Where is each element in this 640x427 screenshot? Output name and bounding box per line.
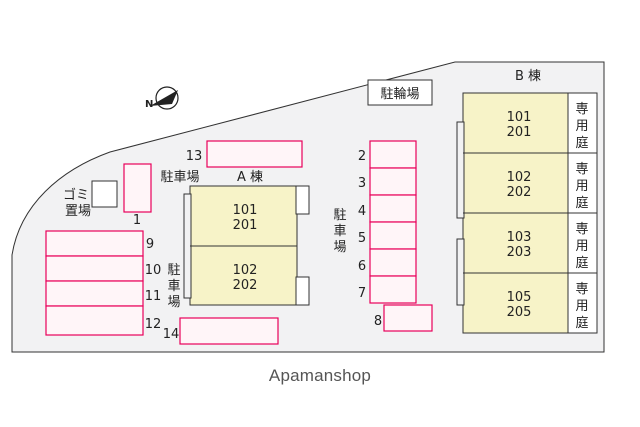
building-b-unit-101: 101 [507, 110, 532, 125]
garbage-label-1: ゴミ [63, 187, 89, 203]
parking-stall-number-10: 10 [145, 263, 162, 278]
parking-stall-number-13: 13 [186, 149, 203, 164]
parking-label-mid-1: 駐 [333, 208, 346, 223]
garden-label-1-3: 庭 [575, 135, 588, 151]
parking-stall-number-5: 5 [358, 231, 366, 246]
building-b-unit-102: 102 [507, 170, 532, 185]
parking-stall-number-9: 9 [146, 237, 154, 252]
parking-stall-number-1: 1 [133, 213, 141, 228]
parking-stall-number-2: 2 [358, 149, 366, 164]
parking-label-mid-2: 車 [333, 224, 346, 239]
garden-label-3-2: 用 [575, 239, 588, 254]
parking-label-left-1: 駐 [167, 263, 180, 278]
garden-label-4-1: 専 [575, 282, 588, 297]
parking-stall-number-3: 3 [358, 176, 366, 191]
parking-stall-8 [383, 304, 433, 332]
parking-stall-12 [45, 305, 144, 336]
building-b [456, 92, 598, 334]
parking-label-top: 駐車場 [160, 170, 199, 185]
parking-stall-number-7: 7 [358, 286, 366, 301]
parking-stall-13 [206, 140, 303, 168]
bicycle-parking-box [367, 79, 433, 106]
parking-stall-9 [45, 230, 144, 257]
building-b-unit-201: 201 [507, 125, 532, 140]
parking-stall-14 [179, 317, 279, 345]
parking-stall-number-12: 12 [145, 317, 162, 332]
parking-stall-1 [123, 163, 152, 213]
building-a-label: A 棟 [237, 170, 263, 185]
parking-stall-number-6: 6 [358, 259, 366, 274]
building-a-unit-202: 202 [233, 278, 258, 293]
parking-stall-3 [369, 167, 417, 196]
building-a-unit-201: 201 [233, 218, 258, 233]
parking-label-left-3: 場 [167, 295, 180, 310]
garbage-label-2: 置場 [65, 204, 91, 219]
building-b-label: B 棟 [515, 69, 541, 84]
parking-stall-6 [369, 248, 417, 277]
svg-text:N: N [145, 99, 153, 110]
parking-stall-4 [369, 194, 417, 223]
building-a-unit-101: 101 [233, 203, 258, 218]
garden-label-3-1: 専 [575, 222, 588, 237]
parking-stall-number-4: 4 [358, 204, 366, 219]
parking-stall-5 [369, 221, 417, 250]
building-b-unit-103: 103 [507, 230, 532, 245]
building-b-unit-202: 202 [507, 185, 532, 200]
parking-stall-number-11: 11 [145, 289, 162, 304]
garden-label-4-3: 庭 [575, 315, 588, 331]
north-arrow-icon: N [145, 86, 179, 110]
parking-stall-2 [369, 140, 417, 169]
garden-label-1-1: 専 [575, 102, 588, 117]
building-b-unit-205: 205 [507, 305, 532, 320]
garden-label-3-3: 庭 [575, 255, 588, 271]
parking-stall-11 [45, 280, 144, 307]
parking-stall-number-14: 14 [163, 327, 180, 342]
building-b-unit-203: 203 [507, 245, 532, 260]
building-a-unit-102: 102 [233, 263, 258, 278]
building-b-unit-105: 105 [507, 290, 532, 305]
garden-label-2-3: 庭 [575, 195, 588, 211]
garden-label-4-2: 用 [575, 299, 588, 314]
garden-label-2-2: 用 [575, 179, 588, 194]
garden-label-1-2: 用 [575, 119, 588, 134]
garbage-box [91, 180, 118, 208]
parking-stall-7 [369, 275, 417, 304]
parking-stall-10 [45, 255, 144, 282]
garden-label-2-1: 専 [575, 162, 588, 177]
parking-stall-number-8: 8 [374, 314, 382, 329]
parking-label-left-2: 車 [167, 279, 180, 294]
parking-label-mid-3: 場 [333, 240, 346, 255]
footer-brand: Apamanshop [268, 366, 372, 385]
bicycle-parking-label: 駐輪場 [380, 86, 419, 102]
building-a [183, 185, 310, 306]
